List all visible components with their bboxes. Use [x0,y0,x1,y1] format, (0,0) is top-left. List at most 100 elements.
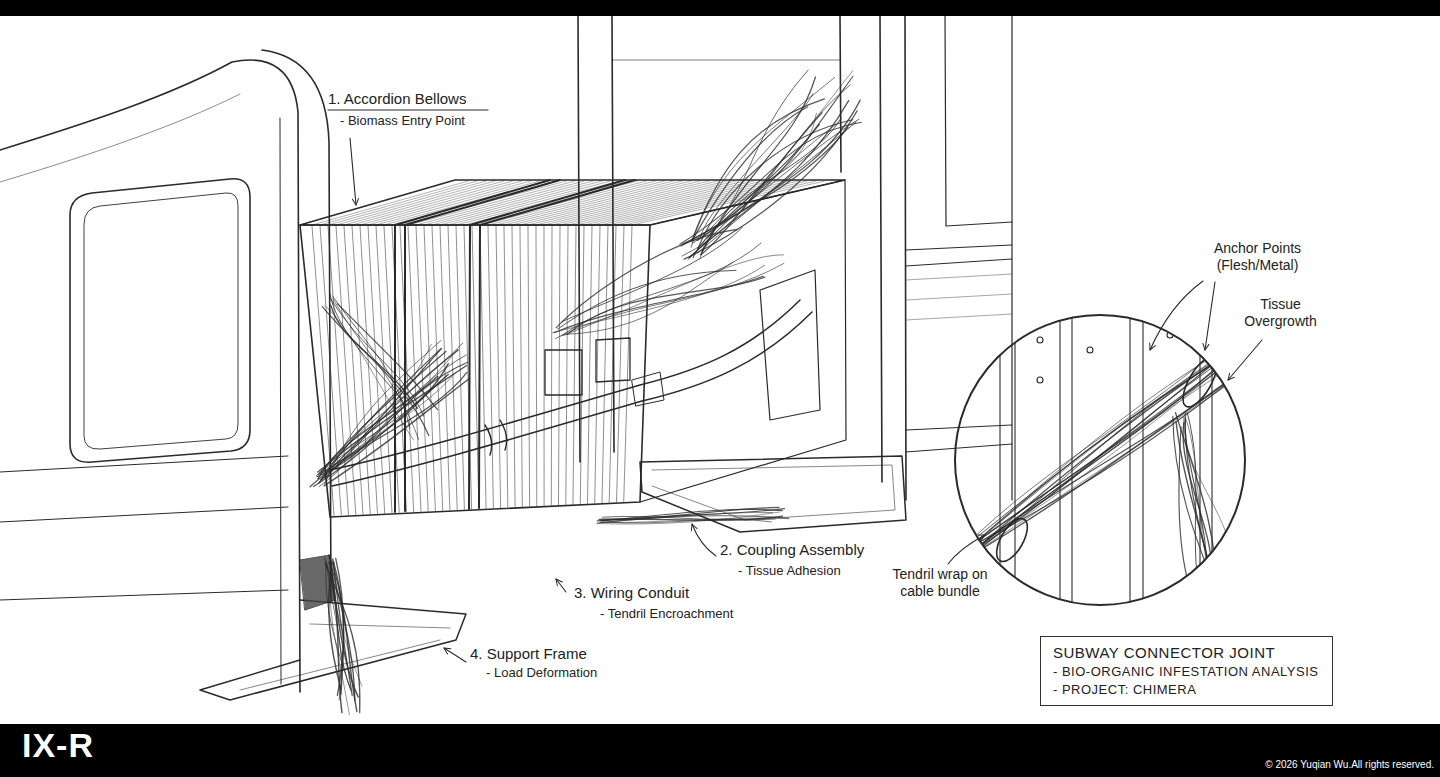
tendril [693,70,808,241]
pleat [352,226,370,514]
pleat [536,181,718,225]
callout-title: 1. Accordion Bellows [328,90,466,108]
tendril [555,263,784,338]
tendril [691,99,824,242]
pleat [616,181,807,225]
title-box: SUBWAY CONNECTOR JOINT- BIO-ORGANIC INFE… [1040,636,1333,706]
tendril-bundle [680,70,862,260]
tendril [322,307,429,436]
tendril [318,366,467,473]
tendril-bundle [324,555,362,715]
tendril [1173,416,1220,601]
callout-note: - Biomass Entry Point [340,113,465,129]
tendril [330,292,405,404]
pleat [320,181,477,225]
pleat [488,226,493,508]
pleat [464,226,472,509]
tendril [333,296,410,429]
tendril [684,111,857,260]
pleat [480,226,486,508]
pleat [520,226,522,507]
pleat [624,226,632,502]
pleat [496,226,501,508]
callout-note: - Tissue Adhesion [738,563,841,579]
tendril [1186,419,1214,588]
tendril [701,118,841,255]
pleat [520,181,700,225]
tendril [701,113,822,255]
pleat [504,226,508,507]
tendril [698,120,853,250]
detail-label: Anchor Points (Flesh/Metal) [1190,240,1325,274]
tendril [688,71,853,260]
title-heading: SUBWAY CONNECTOR JOINT [1053,643,1318,663]
tendril [1176,413,1218,607]
tendril [336,558,344,695]
pleat [580,226,584,504]
tendril [698,122,857,253]
tendril [598,516,790,523]
pleat [328,181,486,225]
pleat [595,226,600,503]
detail-label: Tissue Overgrowth [1238,296,1323,330]
tendril [682,85,850,256]
bottom-bar [0,724,1440,777]
callout-title: 3. Wiring Conduit [574,584,689,602]
title-line: - BIO-ORGANIC INFESTATION ANALYSIS [1053,663,1318,681]
callout-title: 2. Coupling Assembly [720,541,864,559]
pleat [512,226,515,507]
detail-label: Tendril wrap on cable bundle [880,566,1000,600]
pleat [566,226,568,505]
leader-lines [350,138,1262,662]
callout-note: - Load Deformation [486,665,597,681]
pleat [609,226,616,503]
tendril [955,352,1229,568]
tendril [331,299,424,417]
tendril [561,243,761,336]
pleat [496,181,673,225]
tendril-bundle [322,292,437,440]
logo: IX-R [22,728,94,762]
top-bar [0,0,1440,16]
tendril [1187,413,1205,615]
tendril [691,77,835,247]
tendril [1183,422,1212,583]
pleat [336,181,495,225]
tendril [681,127,848,246]
pleat [488,181,665,225]
pleat [602,226,608,503]
bellows [300,180,846,517]
tendril [597,512,780,524]
pleat [504,181,682,225]
pleat [559,226,561,505]
pleat [544,226,545,506]
tendril [953,363,1237,569]
left-car [0,50,466,700]
tendril [562,227,743,322]
pleat [360,226,378,513]
pleat [312,181,468,225]
pleat [608,181,798,225]
tendril [565,262,733,334]
tendril [1176,422,1214,601]
pleat [551,226,553,505]
callout-note: - Tendril Encroachment [600,606,733,622]
right-car [578,16,1012,532]
tendril [331,305,418,408]
tendril [332,562,357,712]
cable-bundle [330,300,812,486]
tendril [1185,413,1224,615]
tendril [319,373,456,483]
underline [328,109,488,110]
tendril [953,366,1249,566]
tendril-bundle [1173,413,1234,617]
copyright: © 2026 Yuqian Wu.All rights reserved. [1265,759,1434,771]
tendril [316,376,446,476]
pleat [588,226,593,504]
tendril [325,340,442,484]
title-line: - PROJECT: CHIMERA [1053,681,1318,699]
tendril [597,509,784,521]
pleat [512,181,691,225]
tendril [325,305,414,439]
